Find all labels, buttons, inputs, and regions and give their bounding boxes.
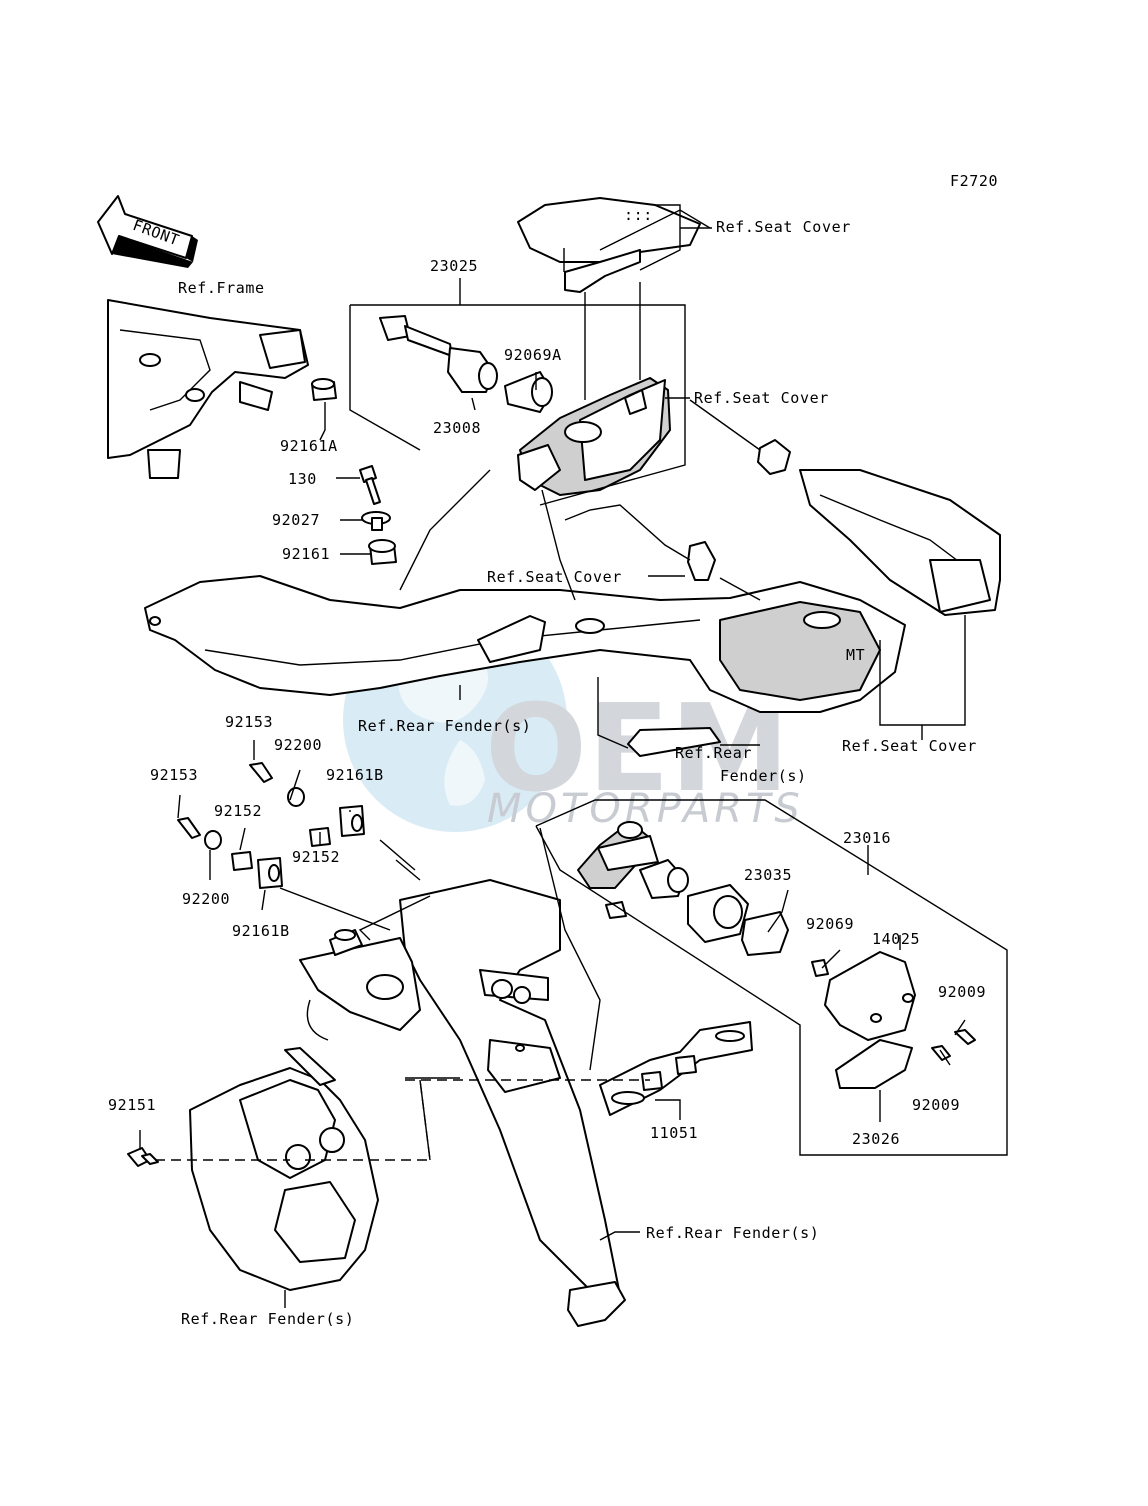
bolt-130 [359, 465, 381, 505]
part-92153-b[interactable]: 92153 [150, 766, 198, 784]
part-23035[interactable]: 23035 [744, 866, 792, 884]
watermark-subtext: MOTORPARTS [487, 786, 804, 832]
part-130[interactable]: 130 [288, 470, 317, 488]
part-92161A[interactable]: 92161A [280, 437, 338, 455]
license-bracket-11051 [599, 1021, 753, 1116]
part-23016[interactable]: 23016 [843, 829, 891, 847]
label-ref-rear-fender-2a: Ref.Rear [675, 744, 752, 762]
part-92027[interactable]: 92027 [272, 511, 320, 529]
reference-labels: Ref.Seat Cover Ref.Seat Cover Ref.Seat C… [178, 218, 977, 1328]
label-ref-rear-fender-3: Ref.Rear Fender(s) [646, 1224, 819, 1242]
part-92161B-a[interactable]: 92161B [326, 766, 384, 784]
rear-fender [299, 879, 626, 1327]
front-arrow-icon: FRONT [97, 195, 198, 268]
part-14025[interactable]: 14025 [872, 930, 920, 948]
frame-part [107, 299, 309, 479]
license-light-assembly [577, 821, 976, 1089]
label-ref-frame: Ref.Frame [178, 279, 265, 297]
grommet-92161B-b [257, 857, 283, 889]
part-92151[interactable]: 92151 [108, 1096, 156, 1114]
part-92152-b[interactable]: 92152 [292, 848, 340, 866]
rear-fender-cover [189, 1047, 379, 1291]
part-92161B-b[interactable]: 92161B [232, 922, 290, 940]
bracket-small [627, 727, 721, 757]
grommet-92161A [311, 378, 337, 401]
part-23025[interactable]: 23025 [430, 257, 478, 275]
part-23008[interactable]: 23008 [433, 419, 481, 437]
rear-cowl: MT [144, 575, 906, 713]
part-92069[interactable]: 92069 [806, 915, 854, 933]
part-23026[interactable]: 23026 [852, 1130, 900, 1148]
seat-cover-side [799, 469, 1001, 616]
part-92069A[interactable]: 92069A [504, 346, 562, 364]
collar-92027 [361, 511, 391, 531]
tail-light-housing [517, 377, 671, 496]
washer-92200-b [204, 830, 222, 850]
bolt-92151 [127, 1147, 159, 1167]
figure-code: F2720 [950, 172, 998, 190]
part-92152-a[interactable]: 92152 [214, 802, 262, 820]
part-92009-b[interactable]: 92009 [912, 1096, 960, 1114]
part-number-labels: 23025 92069A 23008 92161A 130 92027 9216… [108, 257, 986, 1148]
svg-text::::: ::: [624, 206, 653, 224]
label-ref-seat-cover-3: Ref.Seat Cover [487, 568, 622, 586]
label-ref-rear-fender-2b: Fender(s) [720, 767, 807, 785]
clip-seat-cover [687, 439, 791, 581]
part-92153-a[interactable]: 92153 [225, 713, 273, 731]
label-ref-rear-fender-4: Ref.Rear Fender(s) [181, 1310, 354, 1328]
collar-92152-b [231, 851, 253, 871]
label-ref-rear-fender-1: Ref.Rear Fender(s) [358, 717, 531, 735]
part-92200-a[interactable]: 92200 [274, 736, 322, 754]
label-ref-seat-cover-1: Ref.Seat Cover [716, 218, 851, 236]
seat-cover-top-part: ::: [517, 197, 701, 293]
grommet-92161 [368, 539, 397, 565]
part-92161[interactable]: 92161 [282, 545, 330, 563]
part-92200-b[interactable]: 92200 [182, 890, 230, 908]
screw-92153-b [177, 817, 201, 839]
part-11051[interactable]: 11051 [650, 1124, 698, 1142]
socket-assembly [379, 315, 553, 413]
part-92009-a[interactable]: 92009 [938, 983, 986, 1001]
svg-text:MT: MT [846, 646, 865, 664]
grommet-92161B-a [339, 805, 365, 837]
label-ref-seat-cover-2: Ref.Seat Cover [694, 389, 829, 407]
screw-92153-a [249, 762, 273, 783]
label-ref-seat-cover-4: Ref.Seat Cover [842, 737, 977, 755]
leader-lines [139, 204, 1008, 1308]
